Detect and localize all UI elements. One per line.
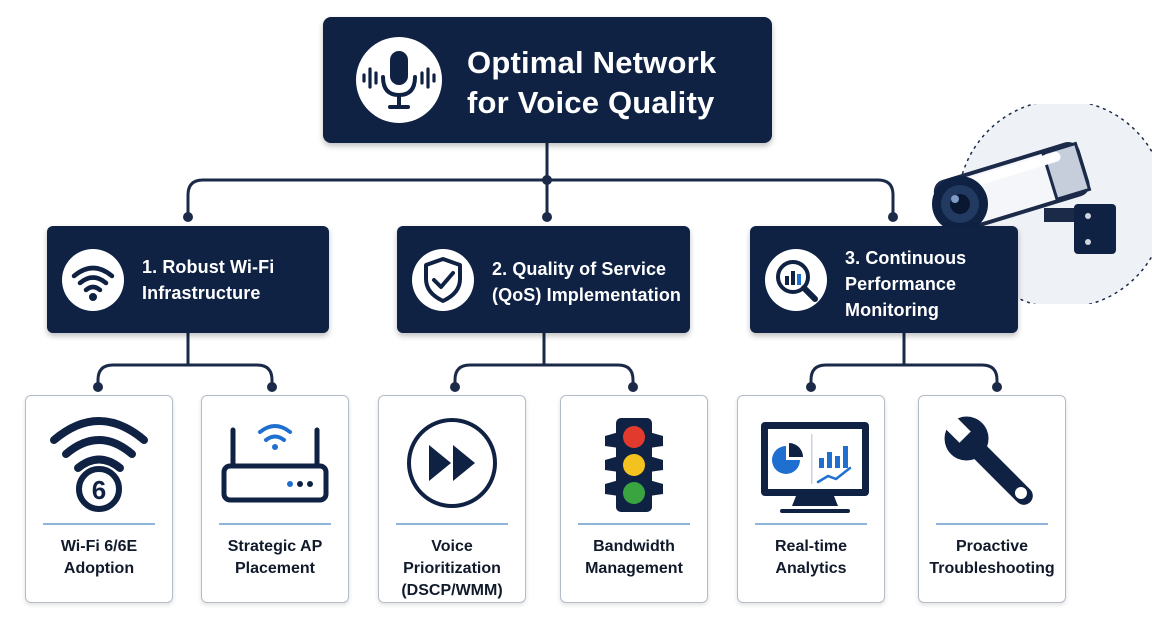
leaf-divider xyxy=(578,523,690,525)
leaf-label: Real-time Analytics xyxy=(774,538,848,577)
cat1-dot xyxy=(183,212,193,222)
analytics-monitor-icon xyxy=(738,406,884,516)
shield-check-icon xyxy=(412,249,474,311)
magnifier-chart-icon xyxy=(765,249,827,311)
leaf1-dot xyxy=(93,382,103,392)
leaf-label: Strategic AP Placement xyxy=(227,538,323,577)
leaf-bandwidth-management: Bandwidth Management xyxy=(560,395,708,603)
leaf-label: Wi-Fi 6/6E Adoption xyxy=(60,538,138,577)
leaf-divider xyxy=(219,523,331,525)
leaf-label: Voice Prioritization (DSCP/WMM) xyxy=(401,538,503,599)
wifi-6-icon: 6 xyxy=(26,406,172,516)
wifi-icon xyxy=(62,249,124,311)
category-wifi-infrastructure: 1. Robust Wi-Fi Infrastructure xyxy=(47,226,329,333)
leaf-label: Bandwidth Management xyxy=(585,538,683,577)
category-title: 3. Continuous Performance Monitoring xyxy=(845,248,967,320)
leaf-label: Proactive Troubleshooting xyxy=(929,538,1055,577)
leaf-wifi-6-adoption: 6 Wi-Fi 6/6E Adoption xyxy=(25,395,173,603)
microphone-icon xyxy=(356,37,442,123)
traffic-light-icon xyxy=(561,406,707,516)
leaf3-dot xyxy=(450,382,460,392)
wrench-icon xyxy=(919,406,1065,516)
root-node: Optimal Network for Voice Quality xyxy=(323,17,772,143)
leaf2-dot xyxy=(267,382,277,392)
leaf-divider xyxy=(396,523,508,525)
leaf-real-time-analytics: Real-time Analytics xyxy=(737,395,885,603)
leaf4-dot xyxy=(628,382,638,392)
root-junction-dot xyxy=(542,175,552,185)
leaf5-dot xyxy=(806,382,816,392)
leaf-voice-prioritization: Voice Prioritization (DSCP/WMM) xyxy=(378,395,526,603)
wifi-6-badge: 6 xyxy=(92,475,106,505)
leaf-strategic-ap-placement: Strategic AP Placement xyxy=(201,395,349,603)
leaf-divider xyxy=(755,523,867,525)
leaf-divider xyxy=(936,523,1048,525)
category-qos-implementation: 2. Quality of Service (QoS) Implementati… xyxy=(397,226,690,333)
leaf-proactive-troubleshooting: Proactive Troubleshooting xyxy=(918,395,1066,603)
category-title: 1. Robust Wi-Fi Infrastructure xyxy=(142,257,275,303)
leaf6-dot xyxy=(992,382,1002,392)
leaf-divider xyxy=(43,523,155,525)
cat3-dot xyxy=(888,212,898,222)
fast-forward-icon xyxy=(379,406,525,516)
cat2-dot xyxy=(542,212,552,222)
root-title: Optimal Network for Voice Quality xyxy=(467,45,717,120)
category-title: 2. Quality of Service (QoS) Implementati… xyxy=(492,259,682,305)
category-performance-monitoring: 3. Continuous Performance Monitoring xyxy=(750,226,1018,333)
access-point-router-icon xyxy=(202,406,348,516)
